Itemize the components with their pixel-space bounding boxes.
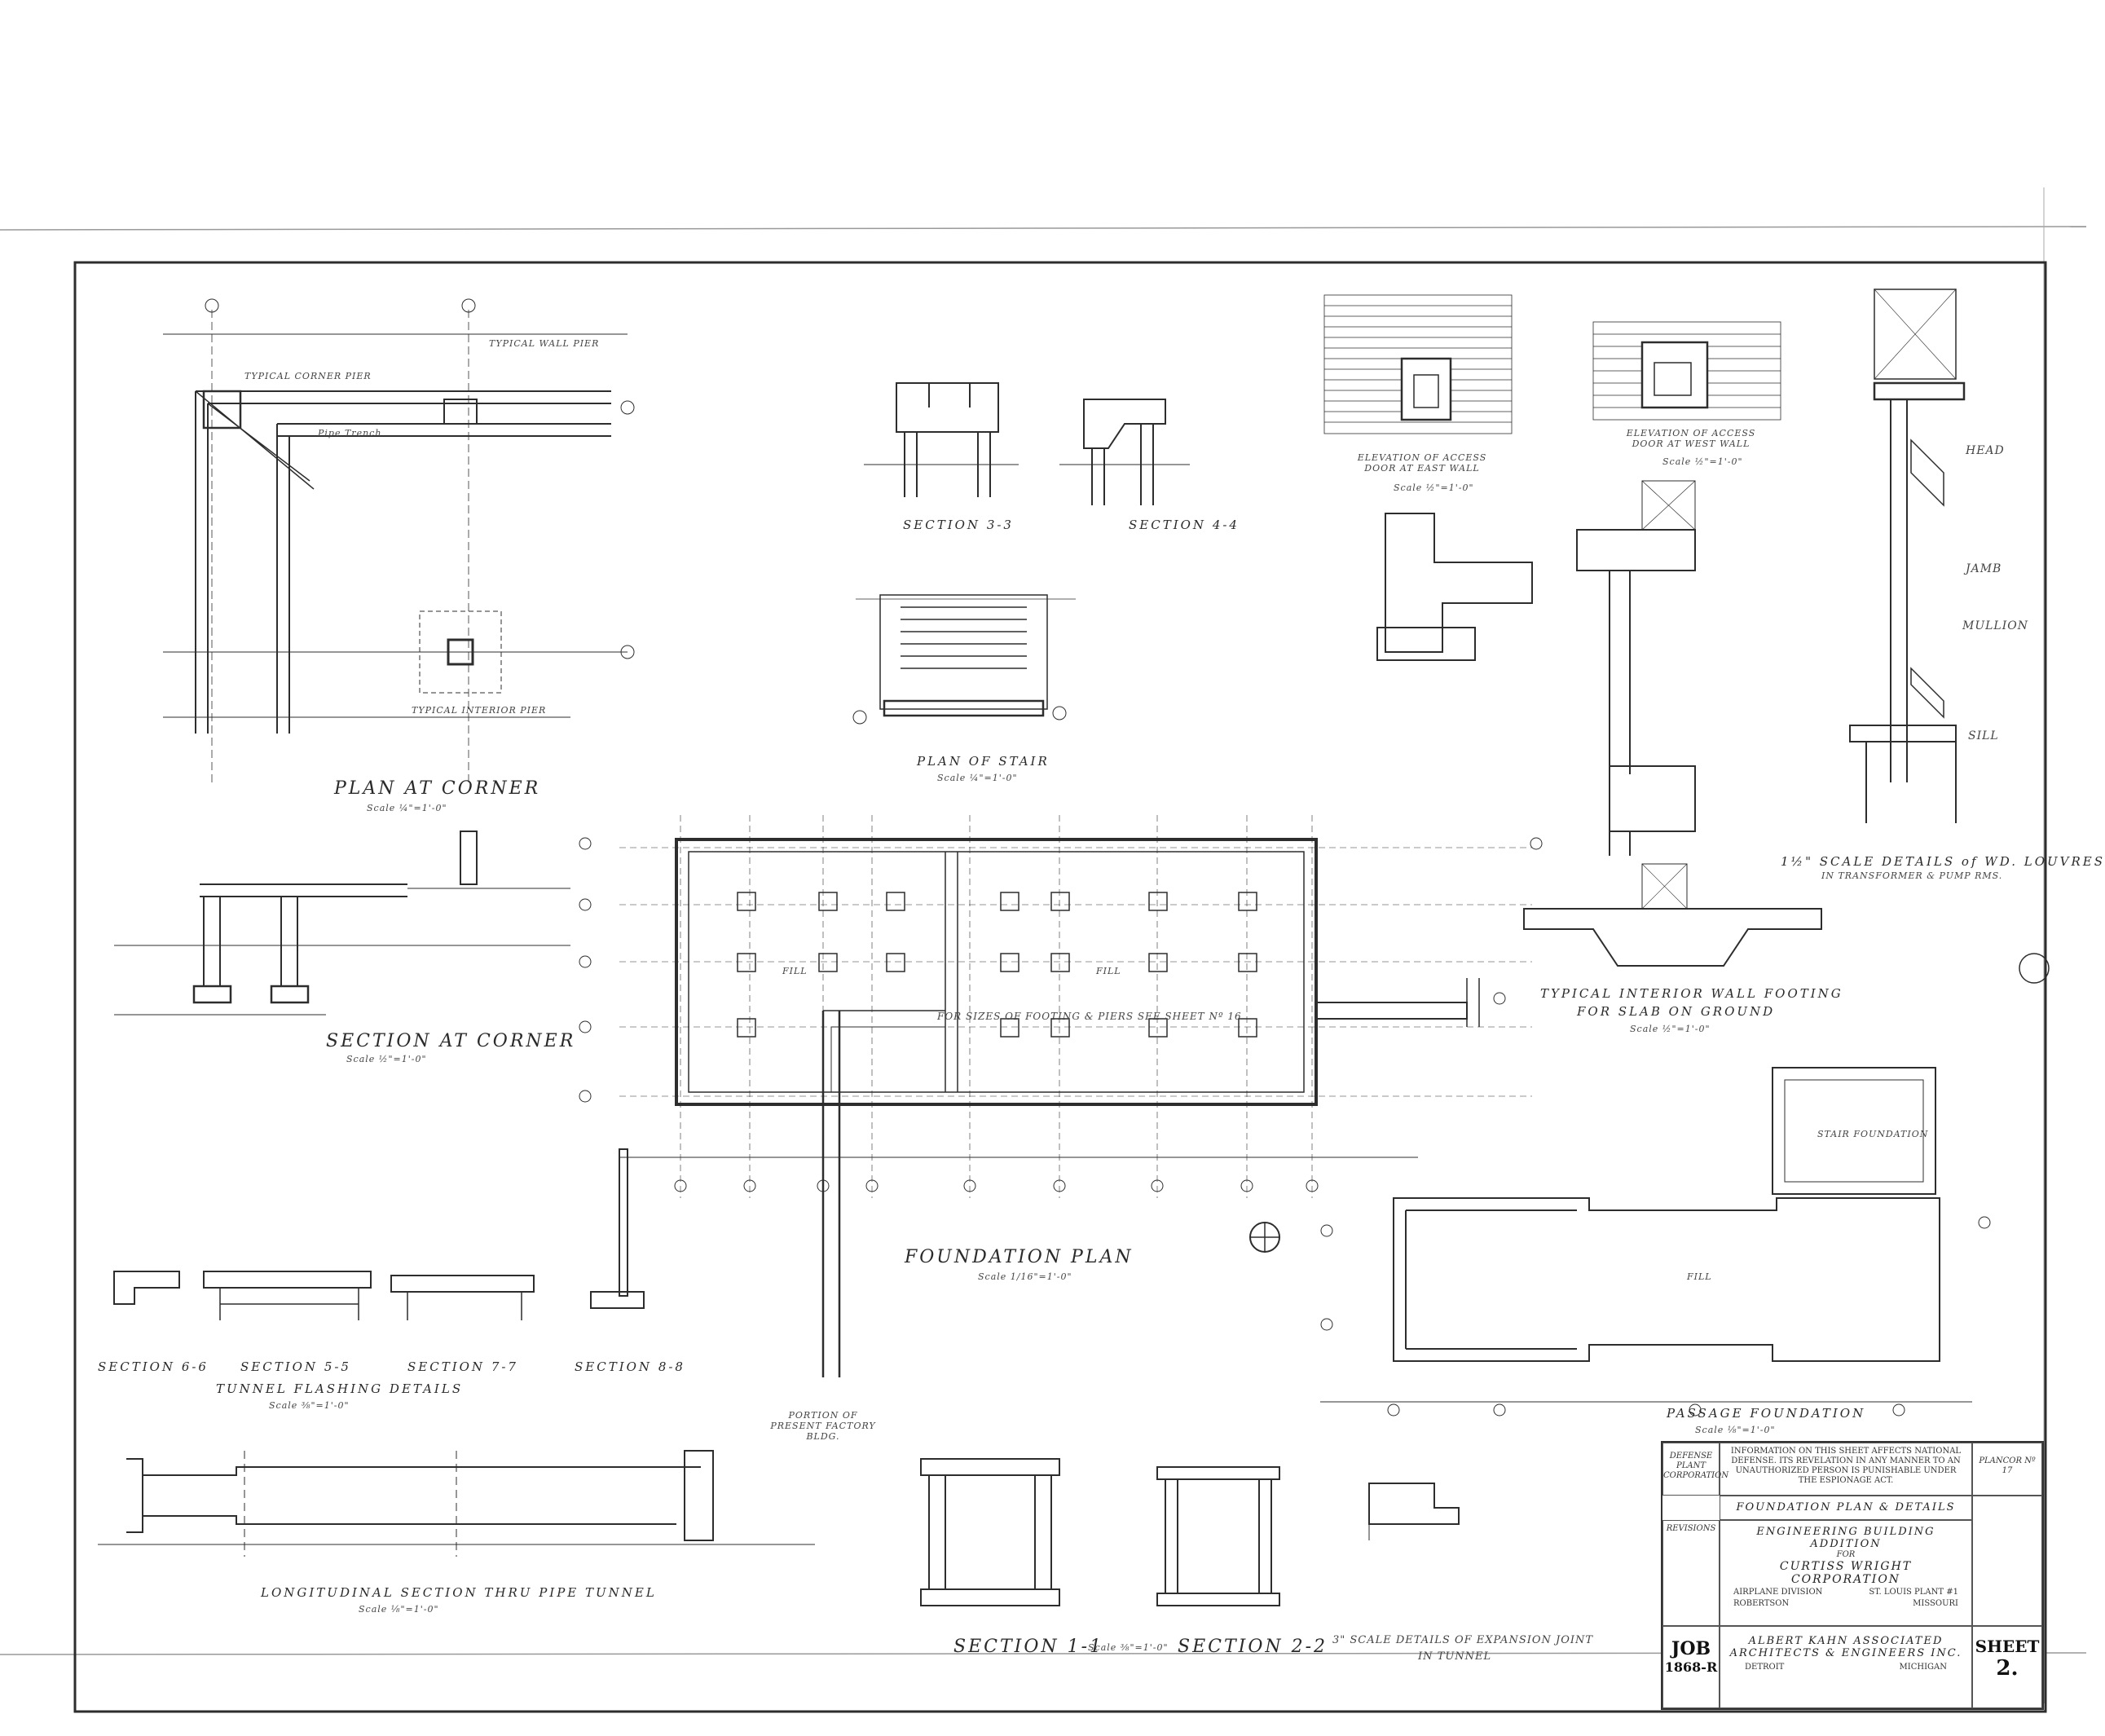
pipe-trench-label: Pipe Trench	[318, 428, 382, 438]
client-name: CURTISS WRIGHT CORPORATION	[1779, 1560, 1913, 1586]
wall-section-details	[1376, 480, 1696, 856]
plancor-cell: PLANCOR Nº 17	[1972, 1443, 2042, 1496]
elevation-west-drawing	[1592, 321, 1781, 421]
elevation-west-title: ELEVATION OF ACCESS DOOR AT WEST WALL	[1626, 428, 1756, 449]
section-8-8-label: SECTION 8-8	[575, 1359, 685, 1374]
elevation-east-drawing	[1323, 294, 1513, 434]
plan-of-stair-drawing	[852, 594, 1076, 725]
architect-name: ALBERT KAHN ASSOCIATED ARCHITECTS & ENGI…	[1729, 1635, 1962, 1659]
passage-foundation-scale: Scale ⅛"=1'-0"	[1695, 1425, 1776, 1435]
client-location: ST. LOUIS PLANT #1	[1869, 1588, 1958, 1597]
passage-fill-label: FILL	[1687, 1271, 1712, 1282]
job-label: JOB	[1671, 1638, 1711, 1659]
footing-note: FOR SIZES OF FOOTING & PIERS SEE SHEET N…	[937, 1011, 1242, 1022]
longitudinal-scale: Scale ⅛"=1'-0"	[359, 1604, 439, 1615]
sheet-cell: SHEET 2.	[1972, 1626, 2042, 1708]
expansion-joint-subtitle: IN TUNNEL	[1418, 1650, 1492, 1663]
fill-label-2: FILL	[1096, 966, 1121, 976]
project-cell: ENGINEERING BUILDING ADDITION FOR CURTIS…	[1720, 1520, 1972, 1626]
tunnel-flashing-scale: Scale ⅜"=1'-0"	[269, 1400, 350, 1411]
tunnel-flashing-title: TUNNEL FLASHING DETAILS	[216, 1381, 464, 1396]
longitudinal-section-drawing	[98, 1450, 815, 1557]
wall-footing-drawing	[1523, 863, 2050, 984]
section-5-5-label: SECTION 5-5	[240, 1359, 351, 1374]
wall-footing-subtitle: FOR SLAB ON GROUND	[1577, 1004, 1776, 1019]
interior-pier-label: TYPICAL INTERIOR PIER	[412, 705, 547, 716]
tunnel-sections-drawing	[920, 1458, 1280, 1606]
longitudinal-title: LONGITUDINAL SECTION THRU PIPE TUNNEL	[261, 1585, 657, 1600]
client-city: ROBERTSON	[1733, 1599, 1790, 1608]
louvres-subtitle: IN TRANSFORMER & PUMP RMS.	[1821, 870, 2003, 881]
title-block: DEFENSE PLANT CORPORATION INFORMATION ON…	[1661, 1441, 2044, 1710]
plan-corner-scale: Scale ¼"=1'-0"	[367, 803, 447, 813]
fill-label-1: FILL	[782, 966, 808, 976]
plan-of-stair-title: PLAN OF STAIR	[917, 754, 1050, 769]
revisions-cell: REVISIONS	[1662, 1520, 1720, 1626]
section-corner-scale: Scale ½"=1'-0"	[346, 1054, 427, 1064]
elevation-west-scale: Scale ½"=1'-0"	[1662, 456, 1743, 467]
section-7-7-label: SECTION 7-7	[407, 1359, 518, 1374]
corner-pier-label: TYPICAL CORNER PIER	[244, 371, 372, 381]
foundation-plan-title: FOUNDATION PLAN	[905, 1247, 1134, 1267]
elevation-east-scale: Scale ½"=1'-0"	[1394, 482, 1474, 493]
plan-at-corner-drawing	[163, 298, 635, 782]
client-division: AIRPLANE DIVISION	[1733, 1588, 1823, 1597]
project-for: FOR	[1836, 1550, 1856, 1559]
sheet-border	[73, 261, 2047, 1713]
section-at-corner-drawing	[114, 831, 570, 1016]
job-cell: JOB 1868-R	[1662, 1626, 1720, 1708]
existing-factory-label: PORTION OF PRESENT FACTORY BLDG.	[770, 1410, 876, 1442]
architect-city: DETROIT	[1745, 1663, 1785, 1672]
section-6-6-label: SECTION 6-6	[98, 1359, 209, 1374]
section-4-4-label: SECTION 4-4	[1129, 518, 1240, 532]
plan-of-stair-scale: Scale ¼"=1'-0"	[937, 773, 1018, 783]
expansion-joint-title: 3" SCALE DETAILS OF EXPANSION JOINT	[1332, 1634, 1594, 1646]
louvre-details-drawing	[1849, 289, 1966, 823]
elevation-east-title: ELEVATION OF ACCESS DOOR AT EAST WALL	[1357, 452, 1487, 474]
passage-foundation-title: PASSAGE FOUNDATION	[1667, 1406, 1866, 1421]
architect-state: MICHIGAN	[1899, 1663, 1947, 1672]
project-name: ENGINEERING BUILDING ADDITION	[1756, 1526, 1935, 1550]
wall-footing-title: TYPICAL INTERIOR WALL FOOTING	[1540, 986, 1843, 1001]
sheet-number: 2.	[1996, 1656, 2019, 1681]
stair-foundation-label: STAIR FOUNDATION	[1817, 1129, 1929, 1139]
owner-cell: DEFENSE PLANT CORPORATION	[1662, 1443, 1728, 1496]
louvres-title: 1½" SCALE DETAILS of WD. LOUVRES	[1781, 854, 2105, 869]
tunnel-sections-scale: Scale ⅜"=1'-0"	[1088, 1642, 1169, 1653]
section-3-3-4-4-drawing	[864, 382, 1190, 505]
section-2-2-label: SECTION 2-2	[1178, 1637, 1328, 1657]
foundation-plan-drawing	[579, 815, 1543, 1377]
section-3-3-label: SECTION 3-3	[903, 518, 1014, 532]
warning-cell: INFORMATION ON THIS SHEET AFFECTS NATION…	[1720, 1443, 1972, 1496]
expansion-joint-drawing	[1368, 1483, 1460, 1540]
sheet-title-cell: FOUNDATION PLAN & DETAILS	[1720, 1496, 1972, 1520]
louvre-mullion-label: MULLION	[1962, 619, 2028, 632]
louvre-head-label: HEAD	[1966, 444, 2005, 457]
louvre-sill-label: SILL	[1968, 729, 1999, 742]
section-corner-title: SECTION AT CORNER	[326, 1031, 576, 1051]
wall-pier-label: TYPICAL WALL PIER	[489, 338, 600, 349]
sheet-label: SHEET	[1975, 1637, 2040, 1656]
passage-foundation-drawing	[1320, 1067, 1991, 1417]
client-state: MISSOURI	[1913, 1599, 1958, 1608]
job-number: 1868-R	[1664, 1659, 1718, 1675]
foundation-plan-scale: Scale 1/16"=1'-0"	[978, 1271, 1072, 1282]
plan-corner-title: PLAN AT CORNER	[334, 778, 541, 799]
wall-footing-scale: Scale ½"=1'-0"	[1630, 1024, 1711, 1034]
architect-cell: ALBERT KAHN ASSOCIATED ARCHITECTS & ENGI…	[1720, 1626, 1972, 1708]
tunnel-flashing-drawing	[113, 1148, 645, 1320]
louvre-jamb-label: JAMB	[1966, 562, 2002, 575]
checks-cell	[1972, 1496, 2042, 1626]
section-1-1-label: SECTION 1-1	[953, 1637, 1104, 1657]
